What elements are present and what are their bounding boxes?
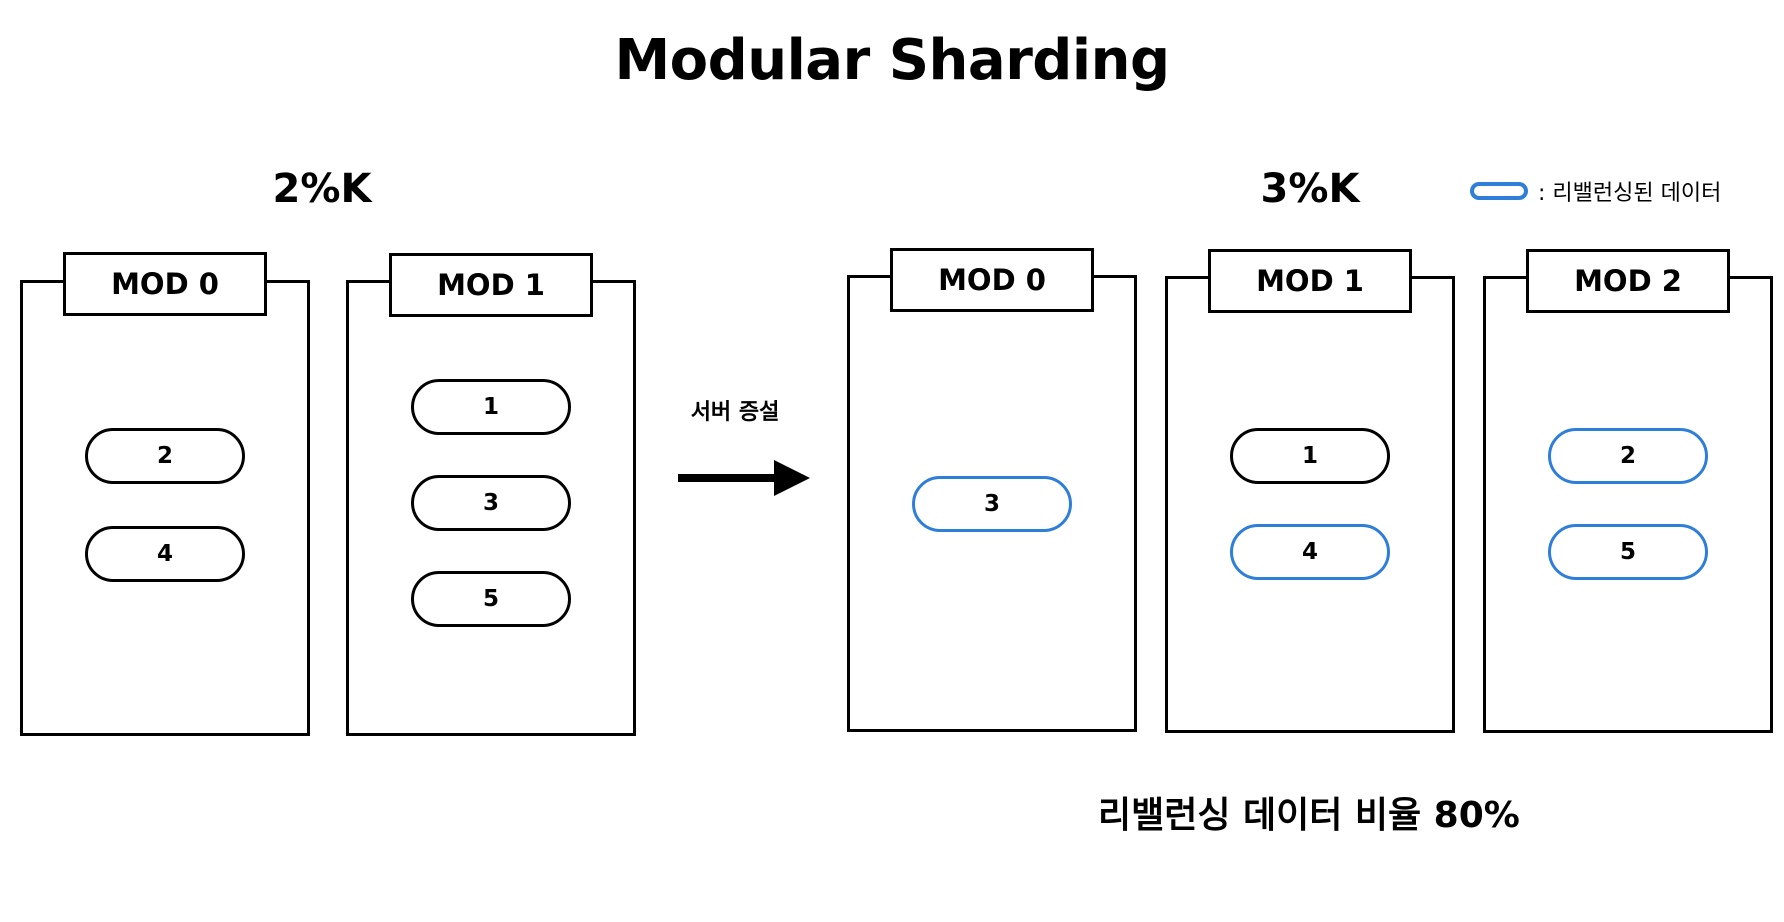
after-mod-0-data-item: 3 — [912, 476, 1072, 532]
before-mod-0-data-item: 4 — [85, 526, 245, 582]
after-mod-1-data-item: 4 — [1230, 524, 1390, 580]
diagram-title: Modular Sharding — [614, 28, 1170, 93]
legend-label: : 리밸런싱된 데이터 — [1538, 181, 1722, 206]
right-arrow-icon — [678, 460, 810, 496]
after-mod-1-data-item: 1 — [1230, 428, 1390, 484]
legend-rebalanced-swatch — [1470, 182, 1528, 200]
scale-out-label: 서버 증설 — [690, 400, 780, 425]
before-server-mod-0 — [20, 280, 310, 736]
before-mod-1-data-item: 5 — [411, 571, 571, 627]
after-server-mod-1 — [1165, 276, 1455, 733]
after-formula: 3%K — [1260, 166, 1360, 212]
after-mod-2-data-item: 2 — [1548, 428, 1708, 484]
before-mod-1-data-item: 3 — [411, 475, 571, 531]
after-mod-2-data-item: 5 — [1548, 524, 1708, 580]
after-server-mod-0-label: MOD 0 — [890, 248, 1094, 312]
before-formula: 2%K — [272, 166, 372, 212]
after-server-mod-1-label: MOD 1 — [1208, 249, 1412, 313]
before-server-mod-0-label: MOD 0 — [63, 252, 267, 316]
after-server-mod-2-label: MOD 2 — [1526, 249, 1730, 313]
before-server-mod-1-label: MOD 1 — [389, 253, 593, 317]
legend: : 리밸런싱된 데이터 — [1470, 174, 1721, 208]
before-mod-1-data-item: 1 — [411, 379, 571, 435]
after-server-mod-2 — [1483, 276, 1773, 733]
rebalance-ratio-summary: 리밸런싱 데이터 비율 80% — [1098, 795, 1520, 836]
before-mod-0-data-item: 2 — [85, 428, 245, 484]
